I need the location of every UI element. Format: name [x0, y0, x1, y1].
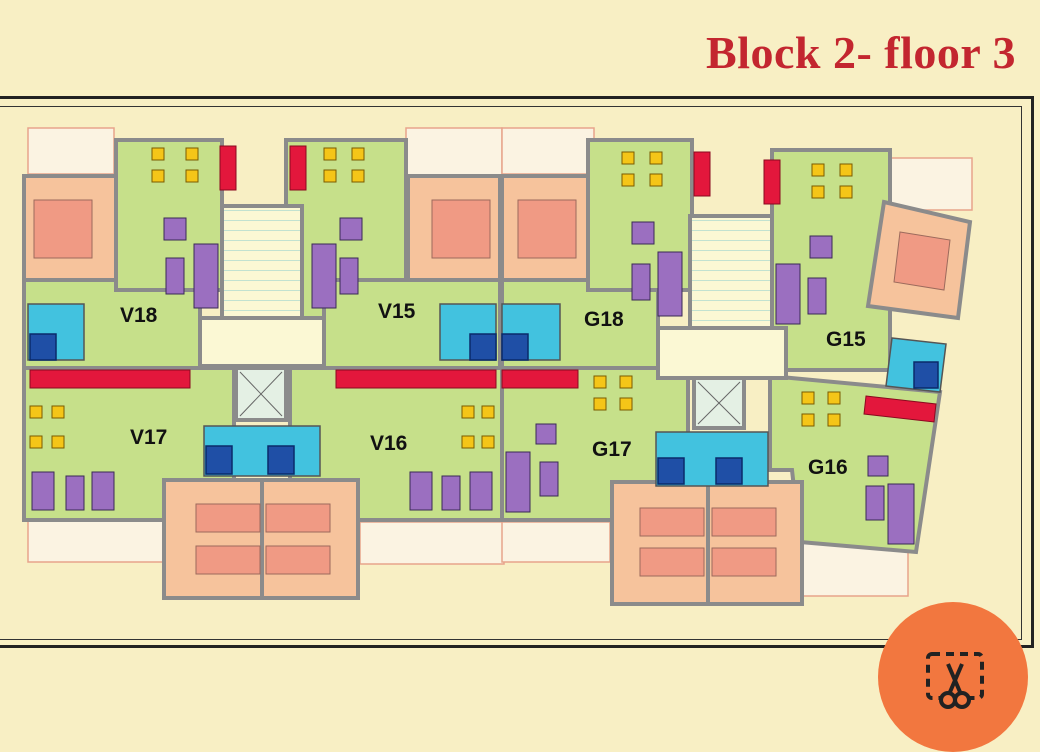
- unit-label-g17: G17: [592, 438, 632, 461]
- shower-marks: [29, 333, 939, 485]
- kitchen-counters: [29, 145, 937, 423]
- unit-label-v15: V15: [378, 300, 416, 323]
- bedrooms: [22, 174, 973, 606]
- beds: [33, 199, 951, 577]
- page-title: Block 2- floor 3: [706, 27, 1016, 78]
- plan-frame-inner: [0, 106, 1022, 640]
- dining-sets: [29, 147, 853, 449]
- unit-label-g18: G18: [584, 308, 624, 331]
- elevator-marks: [239, 371, 741, 425]
- unit-label-v16: V16: [370, 432, 407, 455]
- plan-frame-outer: [0, 96, 1034, 648]
- floor-plan: V18 V15 G18 G15 V17 V16 G17 G16: [22, 127, 973, 606]
- unit-label-g15: G15: [826, 328, 866, 351]
- unit-label-v18: V18: [120, 304, 158, 327]
- crop-scissors-icon: [926, 652, 984, 709]
- unit-label-g16: G16: [808, 456, 848, 479]
- crop-tool-button[interactable]: [878, 602, 1028, 752]
- sofas: [31, 217, 915, 545]
- unit-label-v17: V17: [130, 426, 167, 449]
